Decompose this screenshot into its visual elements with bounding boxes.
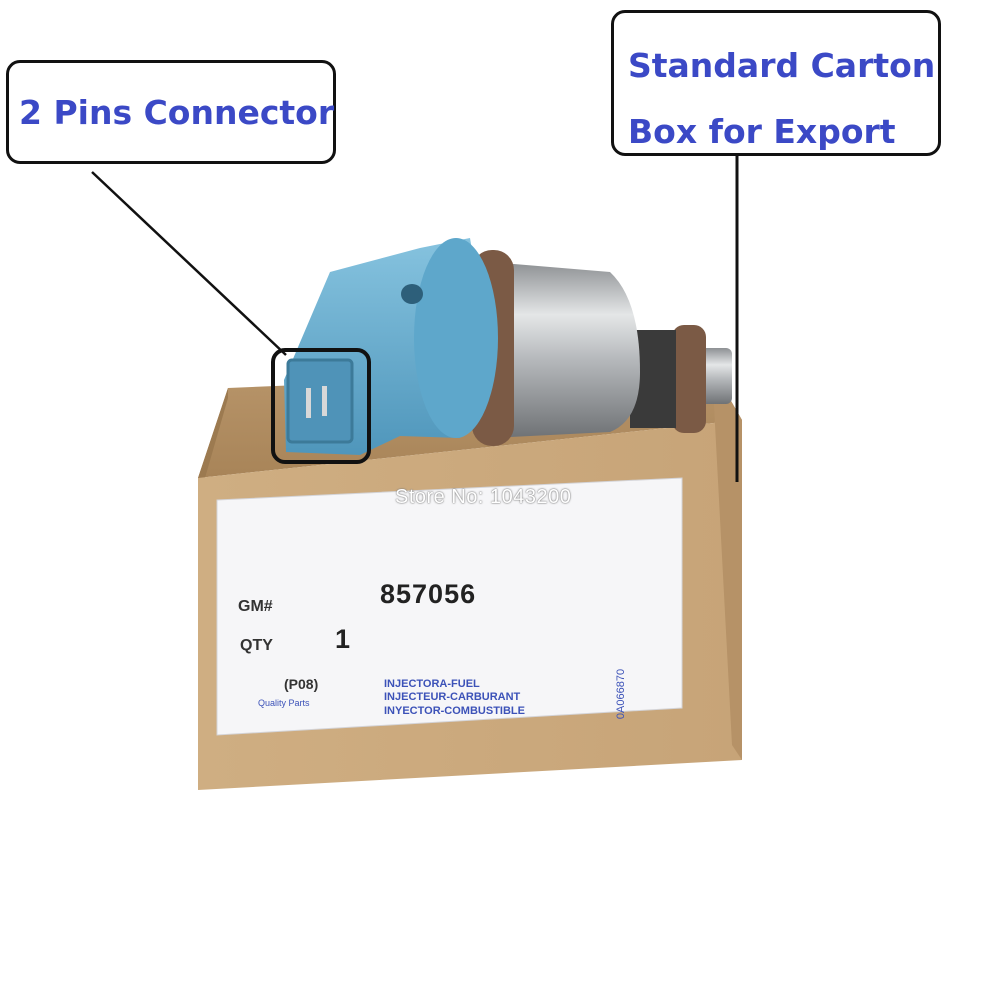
callout-connector: 2 Pins Connector bbox=[6, 60, 336, 164]
connector-socket bbox=[286, 358, 354, 444]
gm-label: GM# bbox=[238, 598, 273, 615]
callout-carton: Standard Carton Box for Export bbox=[611, 10, 941, 156]
callout-carton-line2: Box for Export bbox=[628, 112, 896, 151]
fuel-injector bbox=[284, 238, 732, 455]
box-label bbox=[216, 477, 683, 736]
qty-label: QTY bbox=[240, 637, 273, 654]
injector-steel-body bbox=[480, 262, 640, 438]
injector-oring-lower bbox=[672, 325, 706, 433]
callout-carton-line1: Standard Carton bbox=[628, 46, 936, 85]
injector-tip bbox=[700, 348, 732, 404]
injector-mount-hole bbox=[401, 284, 423, 304]
box-left-edge bbox=[198, 388, 228, 478]
connector-pin-2 bbox=[322, 386, 327, 416]
store-watermark: Store No: 1043200 bbox=[395, 486, 572, 508]
label-code: (P08) bbox=[284, 676, 319, 692]
box-right-face bbox=[712, 368, 742, 760]
injector-flange bbox=[414, 238, 498, 438]
vertical-code: 0A066870 bbox=[615, 668, 628, 720]
connector-highlight-box bbox=[271, 348, 371, 464]
leader-line-connector bbox=[91, 171, 287, 356]
quality-parts-text: Quality Parts bbox=[258, 698, 310, 708]
description-line-1: INJECTORA-FUEL bbox=[384, 678, 480, 690]
connector-pin-1 bbox=[306, 388, 311, 418]
description-line-3: INYECTOR-COMBUSTIBLE bbox=[384, 705, 525, 717]
description-line-2: INJECTEUR-CARBURANT bbox=[384, 691, 521, 703]
gm-part-number: 857056 bbox=[380, 579, 477, 609]
qty-value: 1 bbox=[335, 624, 351, 654]
callout-connector-text: 2 Pins Connector bbox=[19, 92, 335, 132]
